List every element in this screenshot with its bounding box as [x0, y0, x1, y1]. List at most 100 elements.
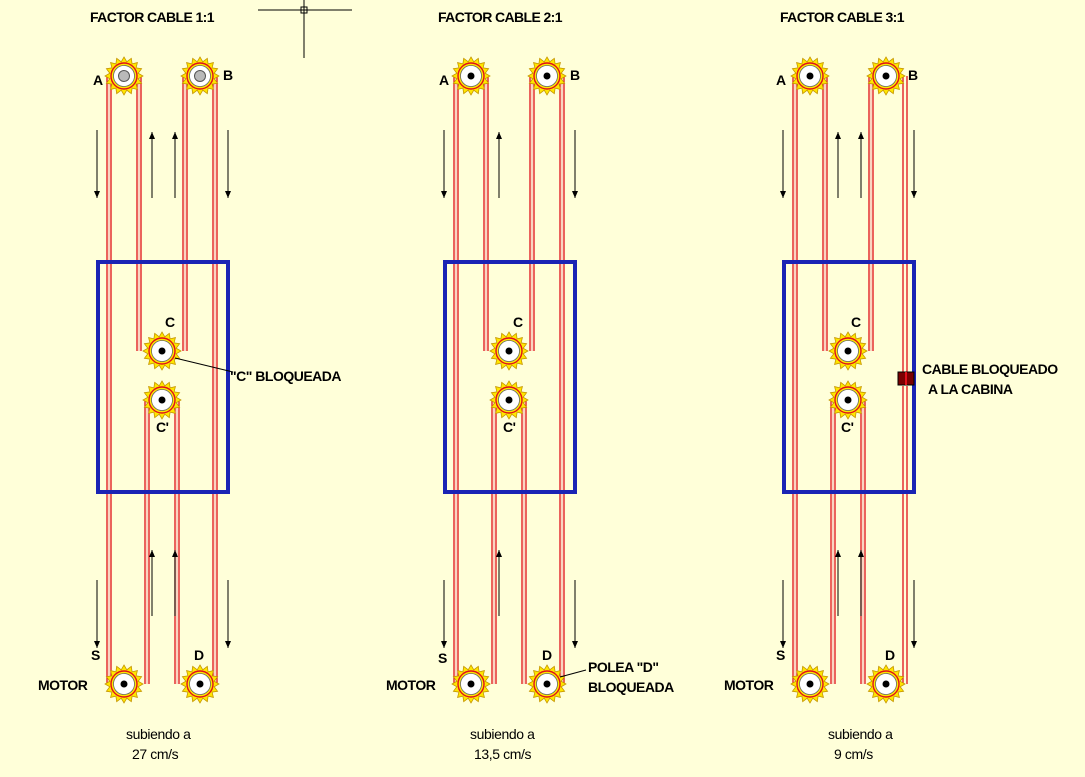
direction-arrow-icon — [780, 130, 786, 198]
panel-1-label-d: D — [194, 647, 204, 663]
pulley-groove — [872, 62, 900, 90]
pulley-axle — [882, 72, 890, 80]
sprocket-pulley-icon — [866, 664, 906, 704]
pulley-axle — [194, 70, 206, 82]
direction-arrow-icon — [441, 580, 447, 648]
pulley-groove — [110, 670, 138, 698]
direction-arrow-icon — [911, 580, 917, 648]
panel-2-label-motor: MOTOR — [386, 677, 436, 693]
direction-arrow-icon — [149, 550, 155, 616]
panel-3-label-c2: C' — [841, 419, 854, 435]
panel-1-title: FACTOR CABLE 1:1 — [90, 9, 215, 25]
panel-2-label-b: B — [570, 67, 580, 83]
panel-2-title: FACTOR CABLE 2:1 — [438, 9, 563, 25]
pulley-groove — [148, 337, 176, 365]
pulley-groove — [834, 337, 862, 365]
direction-arrow-icon — [496, 132, 502, 198]
pulley-groove — [148, 386, 176, 414]
sprocket-pulley-icon — [142, 331, 182, 371]
pulley-axle — [196, 680, 204, 688]
panel-3-title: FACTOR CABLE 3:1 — [780, 9, 905, 25]
panel-2-label-c2: C' — [503, 419, 516, 435]
annotation-leader — [174, 357, 234, 373]
arrow-head — [572, 641, 578, 648]
pulley-axle — [844, 347, 852, 355]
annotation-leader — [559, 669, 587, 678]
sprocket-pulley-icon — [104, 56, 144, 96]
pulley-groove — [457, 670, 485, 698]
sprocket-pulley-icon — [866, 56, 906, 96]
arrow-head — [94, 641, 100, 648]
pulley-axle — [543, 680, 551, 688]
arrow-head — [149, 550, 155, 557]
panel-3-caption-line1: subiendo a — [828, 726, 893, 742]
panel-1-label-b: B — [223, 67, 233, 83]
pulley-groove — [834, 386, 862, 414]
direction-arrow-icon — [172, 132, 178, 198]
arrow-head — [94, 191, 100, 198]
pulley-axle — [158, 347, 166, 355]
arrow-head — [149, 132, 155, 139]
pulley-axle — [844, 396, 852, 404]
panel-3-label-a: A — [776, 72, 786, 88]
pulley-axle — [118, 70, 130, 82]
sprocket-pulley-icon — [828, 331, 868, 371]
direction-arrow-icon — [780, 580, 786, 648]
direction-arrow-icon — [225, 130, 231, 198]
panel-1-label-c: C — [165, 314, 175, 330]
car-frame — [782, 260, 916, 494]
car-frame — [96, 260, 230, 494]
pulley-groove — [186, 62, 214, 90]
arrow-head — [172, 550, 178, 557]
pulley-groove — [872, 670, 900, 698]
pulley-axle — [505, 396, 513, 404]
pulley-groove — [533, 670, 561, 698]
direction-arrow-icon — [172, 550, 178, 616]
arrow-head — [858, 132, 864, 139]
pulley-axle — [806, 72, 814, 80]
pulley-axle — [467, 680, 475, 688]
sprocket-pulley-icon — [527, 664, 567, 704]
pulley-axle — [467, 72, 475, 80]
panel-2-annotation-line2: BLOQUEADA — [588, 679, 674, 695]
panel-2-caption-line2: 13,5 cm/s — [474, 746, 531, 762]
pulley-axle — [543, 72, 551, 80]
panel-3-label-s: S — [776, 647, 785, 663]
panel-1-annotation: "C" BLOQUEADA — [230, 368, 341, 384]
panel-3-annotation-line2: A LA CABINA — [928, 381, 1013, 397]
panel-1-label-c2: C' — [156, 419, 169, 435]
arrow-head — [441, 641, 447, 648]
sprocket-pulley-icon — [104, 664, 144, 704]
sprocket-pulley-icon — [180, 664, 220, 704]
panel-3-annotation-line1: CABLE BLOQUEADO — [922, 361, 1058, 377]
sprocket-pulley-icon — [489, 380, 529, 420]
car-frame-layer — [96, 260, 916, 494]
direction-arrow-icon — [225, 580, 231, 648]
panel-2-annotation-line1: POLEA "D" — [588, 659, 658, 675]
pulley-groove — [796, 62, 824, 90]
pulley-groove — [533, 62, 561, 90]
pulley-groove — [110, 62, 138, 90]
sprocket-pulley-icon — [527, 56, 567, 96]
pulley-groove — [457, 62, 485, 90]
arrow-head — [441, 191, 447, 198]
sprocket-pulley-icon — [790, 664, 830, 704]
sprocket-pulley-icon — [790, 56, 830, 96]
arrow-head — [496, 132, 502, 139]
annotation-marks-layer — [174, 357, 915, 678]
sprocket-pulley-icon — [451, 664, 491, 704]
pulley-axle — [505, 347, 513, 355]
panel-3-label-motor: MOTOR — [724, 677, 774, 693]
pulley-axle — [158, 396, 166, 404]
panel-1-caption-line2: 27 cm/s — [132, 746, 179, 762]
pulley-axle — [120, 680, 128, 688]
direction-arrow-icon — [94, 130, 100, 198]
arrow-head — [835, 132, 841, 139]
arrow-head — [172, 132, 178, 139]
panel-1-caption-line1: subiendo a — [126, 726, 191, 742]
sprocket-pulley-icon — [451, 56, 491, 96]
arrow-head — [225, 191, 231, 198]
panel-3-label-d: D — [885, 647, 895, 663]
pulley-layer — [104, 56, 906, 704]
